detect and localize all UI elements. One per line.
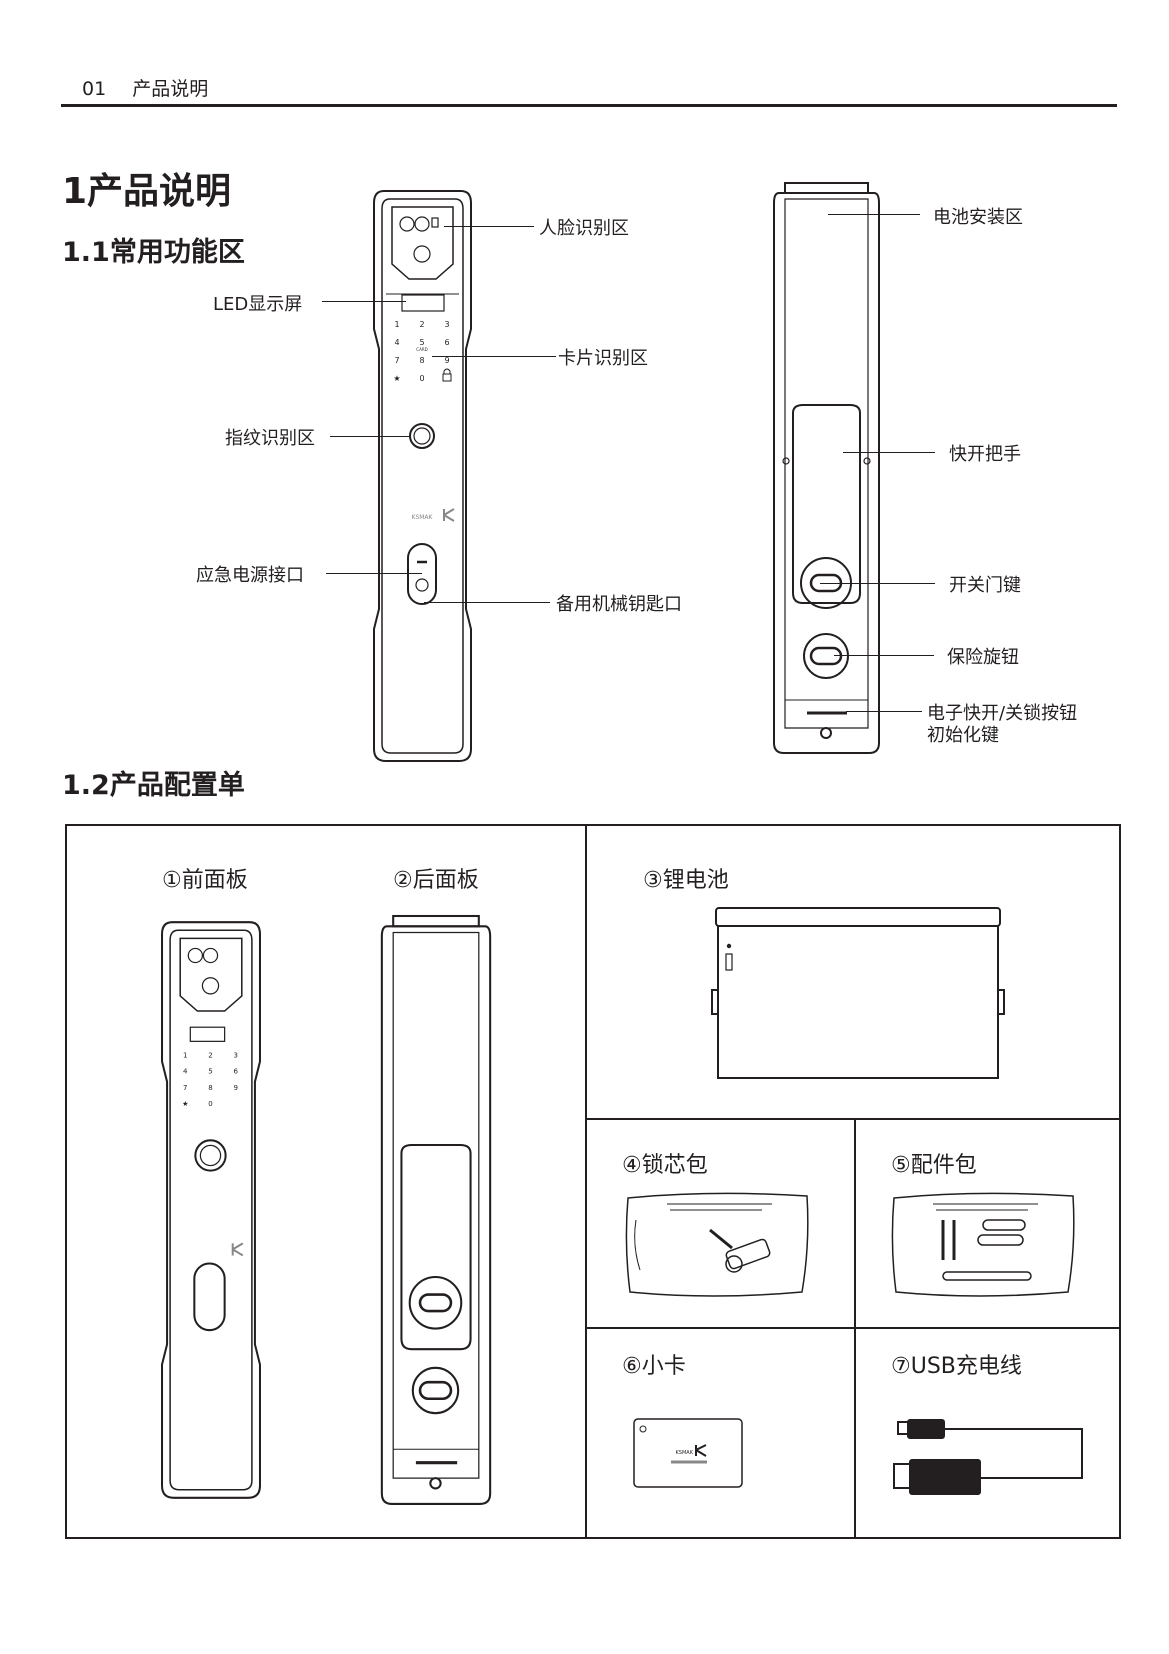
svg-text:9: 9 <box>234 1083 238 1092</box>
label-card-recognition: 卡片识别区 <box>558 348 648 369</box>
item-accessory-pack: ⑤配件包 <box>891 1153 977 1178</box>
page-header: 01 产品说明 <box>82 74 234 101</box>
key-8: 8 <box>419 356 424 365</box>
key-6: 6 <box>444 338 449 347</box>
svg-text:2: 2 <box>208 1051 212 1060</box>
label-face-recognition: 人脸识别区 <box>539 218 629 239</box>
section-title-functions: 1.1常用功能区 <box>62 237 245 268</box>
page-number: 01 <box>82 78 107 100</box>
svg-text:0: 0 <box>208 1099 213 1108</box>
header-divider <box>61 104 1117 107</box>
label-led-display: LED显示屏 <box>213 294 303 315</box>
lock-cylinder-pack-illustration <box>625 1192 809 1297</box>
key-star: ★ <box>393 374 400 383</box>
accessory-pack-illustration <box>891 1192 1075 1297</box>
ksmak-logo: KSMAK <box>412 514 434 521</box>
key-1: 1 <box>394 320 399 329</box>
label-quick-handle: 快开把手 <box>949 444 1021 465</box>
svg-text:1: 1 <box>183 1051 187 1060</box>
label-electronic-button: 电子快开/关锁按钮 <box>927 703 1078 724</box>
item-front-panel: ①前面板 <box>162 868 248 893</box>
label-emergency-power: 应急电源接口 <box>196 565 304 586</box>
svg-text:5: 5 <box>208 1067 212 1076</box>
key-3: 3 <box>444 320 449 329</box>
label-fingerprint: 指纹识别区 <box>225 428 315 449</box>
svg-text:4: 4 <box>183 1067 188 1076</box>
key-7: 7 <box>394 356 399 365</box>
key-0: 0 <box>419 374 424 383</box>
label-backup-key: 备用机械钥匙口 <box>556 594 682 615</box>
front-panel-thumbnail: 1 2 3 4 5 6 7 8 9 ★ 0 <box>161 921 261 1499</box>
svg-text:6: 6 <box>234 1067 239 1076</box>
config-table <box>65 824 1121 1539</box>
svg-text:★: ★ <box>182 1099 188 1108</box>
svg-text:8: 8 <box>208 1083 212 1092</box>
key-4: 4 <box>394 338 399 347</box>
label-battery-area: 电池安装区 <box>933 207 1023 228</box>
back-panel-thumbnail <box>380 914 492 1505</box>
key-5: 5 <box>419 338 424 347</box>
battery-illustration <box>711 907 1005 1079</box>
svg-text:7: 7 <box>183 1083 187 1092</box>
card-logo: KSMAK <box>676 1450 694 1456</box>
key-2: 2 <box>419 320 424 329</box>
label-init-key: 初始化键 <box>927 725 999 746</box>
lock-key-icon <box>442 368 452 382</box>
key-9: 9 <box>444 356 449 365</box>
front-panel-illustration: 1 2 3 4 5 6 7 8 9 ★ 0 CARD KSMAK <box>373 190 472 762</box>
card-mark: CARD <box>416 347 427 352</box>
item-small-card: ⑥小卡 <box>622 1354 686 1379</box>
page-title: 1产品说明 <box>62 171 232 212</box>
item-back-panel: ②后面板 <box>393 868 479 893</box>
usb-cable-illustration <box>893 1419 1083 1495</box>
small-card-illustration: KSMAK <box>633 1418 743 1488</box>
section-title-config: 1.2产品配置单 <box>62 770 245 801</box>
back-panel-illustration <box>773 182 880 754</box>
label-safety-knob: 保险旋钮 <box>947 647 1019 668</box>
item-lock-cylinder-pack: ④锁芯包 <box>622 1153 708 1178</box>
label-door-key: 开关门键 <box>949 575 1021 596</box>
item-lithium-battery: ③锂电池 <box>643 868 729 893</box>
svg-text:3: 3 <box>234 1051 238 1060</box>
item-usb-cable: ⑦USB充电线 <box>891 1354 1022 1379</box>
header-section: 产品说明 <box>132 78 209 100</box>
